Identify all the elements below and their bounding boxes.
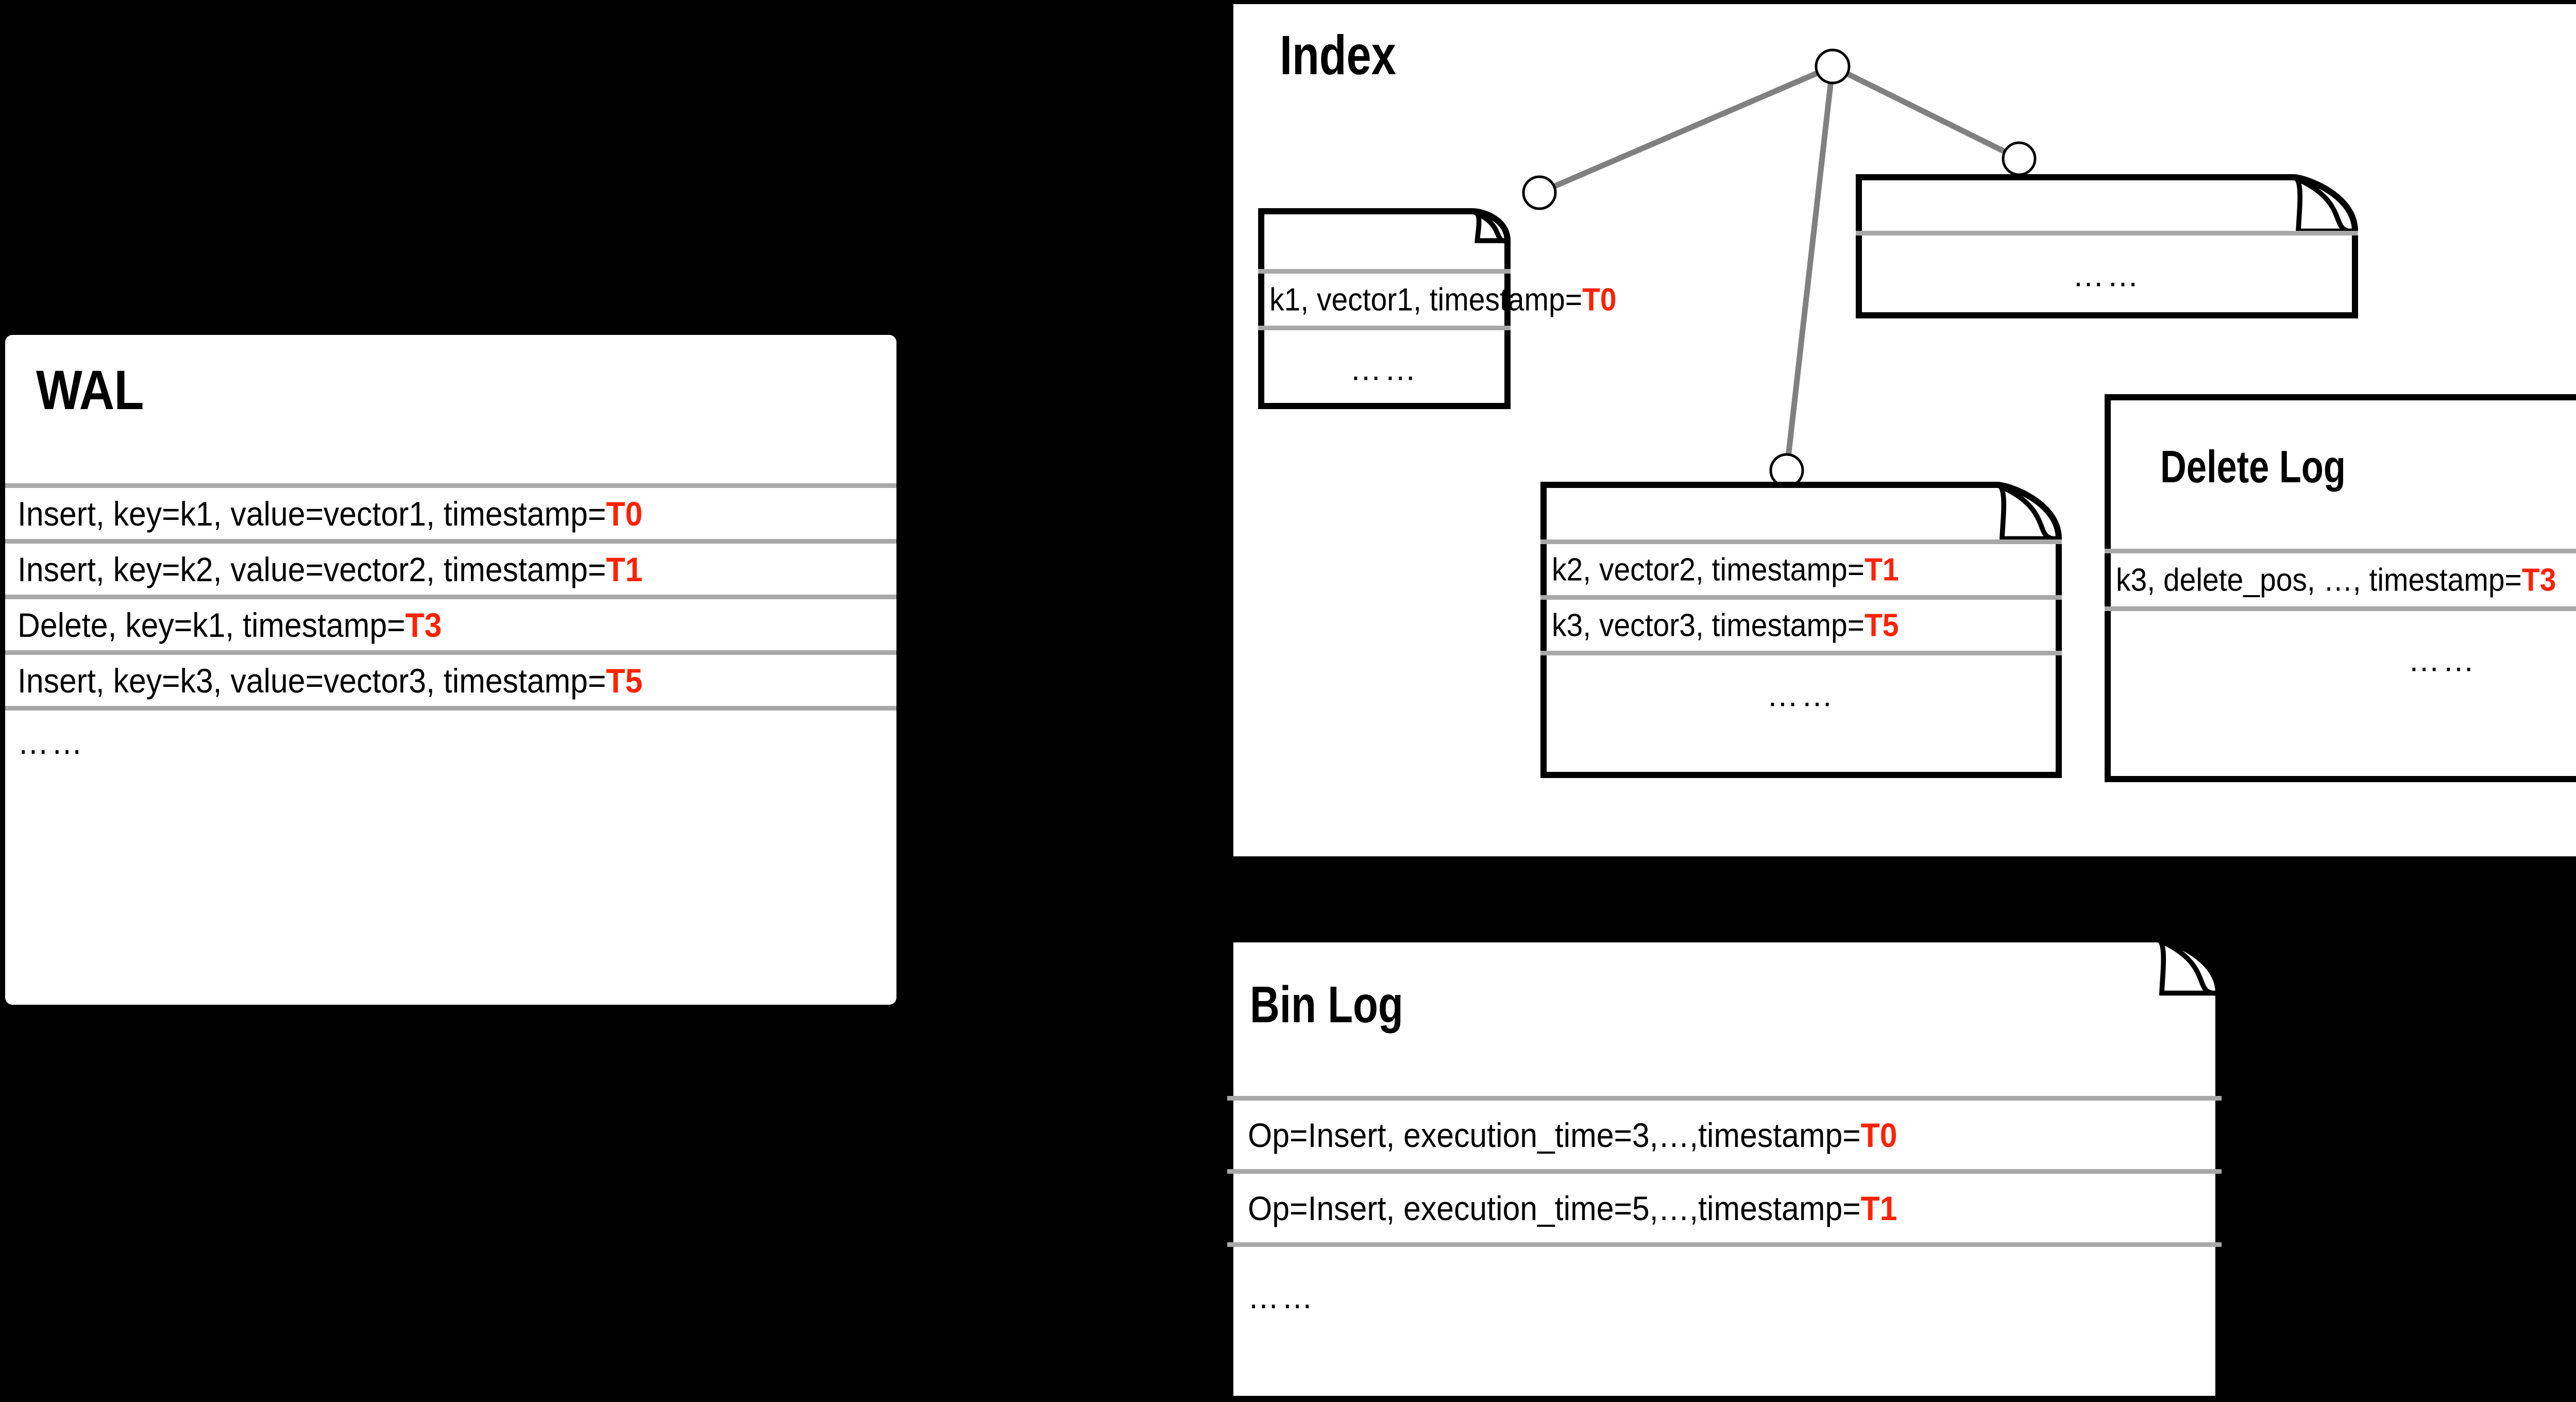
log-row: …… <box>1856 231 2358 316</box>
log-row-text: Insert, key=k3, value=vector3, timestamp… <box>18 661 642 700</box>
log-row-prefix: Op=Insert, execution_time=3,…,timestamp= <box>1248 1116 1861 1154</box>
delete-log-card: Delete Log k3, delete_pos, …, timestamp=… <box>2105 394 2576 782</box>
index-title: Index <box>1280 24 1396 86</box>
log-row-text: Op=Insert, execution_time=3,…,timestamp=… <box>1248 1116 1897 1155</box>
log-row-prefix: Insert, key=k3, value=vector3, timestamp… <box>18 661 606 700</box>
log-row-prefix: …… <box>2408 643 2477 678</box>
log-row: …… <box>5 706 896 773</box>
index-leaf-ellipsis: …… <box>1856 174 2358 318</box>
log-row-text: k3, vector3, timestamp=T5 <box>1552 607 1899 644</box>
bin-log-panel: Bin Log Op=Insert, execution_time=3,…,ti… <box>1227 936 2222 1402</box>
timestamp-value: T5 <box>606 661 643 700</box>
tree-edge <box>1786 82 1834 455</box>
log-row-text: …… <box>1350 351 1419 387</box>
timestamp-value: T0 <box>1582 282 1617 317</box>
leaf-ellipsis-rows: …… <box>1856 174 2358 318</box>
timestamp-value: T0 <box>606 494 643 533</box>
log-row-prefix: …… <box>1767 678 1836 714</box>
tree-node-left[interactable] <box>1522 175 1557 210</box>
log-row-prefix: Delete, key=k1, timestamp= <box>18 605 405 644</box>
timestamp-value: T3 <box>405 605 442 644</box>
log-row-prefix: k1, vector1, timestamp= <box>1269 282 1583 317</box>
log-row-text: k2, vector2, timestamp=T1 <box>1552 551 1899 588</box>
log-row-prefix: Insert, key=k1, value=vector1, timestamp… <box>18 494 606 533</box>
log-row-text: Insert, key=k2, value=vector2, timestamp… <box>18 550 642 589</box>
tree-node-right[interactable] <box>2002 141 2037 176</box>
log-row: …… <box>1540 651 2062 736</box>
bin-log-title: Bin Log <box>1250 976 1403 1034</box>
timestamp-value: T1 <box>1860 1189 1897 1227</box>
log-row: k3, delete_pos, …, timestamp=T3 <box>2105 549 2576 606</box>
log-row: …… <box>1258 326 1511 408</box>
log-row-prefix: …… <box>1350 351 1419 387</box>
log-row: k3, vector3, timestamp=T5 <box>1540 595 2062 651</box>
wal-title: WAL <box>36 359 144 421</box>
log-row-prefix: k3, delete_pos, …, timestamp= <box>2116 562 2522 598</box>
delete-log-rows: k3, delete_pos, …, timestamp=T3 …… <box>2105 394 2576 782</box>
timestamp-value: T5 <box>1865 607 1899 643</box>
log-row-text: …… <box>1767 678 1836 714</box>
log-row-text: …… <box>18 722 85 762</box>
timestamp-value: T3 <box>2521 562 2556 598</box>
log-row-prefix: k2, vector2, timestamp= <box>1552 552 1865 587</box>
log-row-prefix: Op=Insert, execution_time=5,…,timestamp= <box>1248 1189 1861 1227</box>
leaf-k1-rows: k1, vector1, timestamp=T0 …… <box>1258 208 1617 409</box>
log-row: k2, vector2, timestamp=T1 <box>1540 539 2062 595</box>
log-row: Op=Insert, execution_time=5,…,timestamp=… <box>1227 1169 2222 1242</box>
log-row-prefix: k3, vector3, timestamp= <box>1552 607 1865 643</box>
index-leaf-k1: k1, vector1, timestamp=T0 …… <box>1258 208 1617 409</box>
log-row: Insert, key=k3, value=vector3, timestamp… <box>5 650 896 706</box>
log-row: k1, vector1, timestamp=T0 <box>1258 269 1617 326</box>
log-row-prefix: …… <box>2072 258 2142 294</box>
log-row-text: …… <box>2073 258 2142 294</box>
tree-edge <box>1846 71 2006 155</box>
delete-log-title: Delete Log <box>2160 441 2346 492</box>
log-row-text: …… <box>2408 642 2477 679</box>
log-row: Insert, key=k2, value=vector2, timestamp… <box>5 539 896 595</box>
log-row: …… <box>1227 1242 2222 1345</box>
log-row-text: …… <box>1248 1277 1315 1316</box>
timestamp-value: T1 <box>606 550 643 588</box>
log-row-prefix: …… <box>1248 1277 1316 1315</box>
log-row-text: k3, delete_pos, …, timestamp=T3 <box>2116 562 2556 598</box>
log-row-text: Delete, key=k1, timestamp=T3 <box>18 605 442 645</box>
timestamp-value: T0 <box>1860 1116 1897 1154</box>
log-row-text: k1, vector1, timestamp=T0 <box>1269 281 1617 318</box>
tree-node-root[interactable] <box>1815 48 1851 85</box>
tree-edge <box>1553 70 1819 189</box>
timestamp-value: T1 <box>1865 552 1899 587</box>
log-row-prefix: …… <box>18 722 86 761</box>
log-row-text: Op=Insert, execution_time=5,…,timestamp=… <box>1248 1189 1897 1228</box>
log-row: Insert, key=k1, value=vector1, timestamp… <box>5 483 896 539</box>
log-row: Op=Insert, execution_time=3,…,timestamp=… <box>1227 1096 2222 1169</box>
log-row: …… <box>2105 606 2576 710</box>
index-panel: Index k1, vector1, timestamp=T0 …… …… k2,… <box>1233 4 2576 856</box>
log-row-text: Insert, key=k1, value=vector1, timestamp… <box>18 494 642 533</box>
wal-panel: WAL Insert, key=k1, value=vector1, times… <box>5 335 896 1005</box>
log-row: Delete, key=k1, timestamp=T3 <box>5 595 896 650</box>
bin-log-rows: Op=Insert, execution_time=3,…,timestamp=… <box>1227 936 2222 1402</box>
log-row-prefix: Insert, key=k2, value=vector2, timestamp… <box>18 550 606 588</box>
